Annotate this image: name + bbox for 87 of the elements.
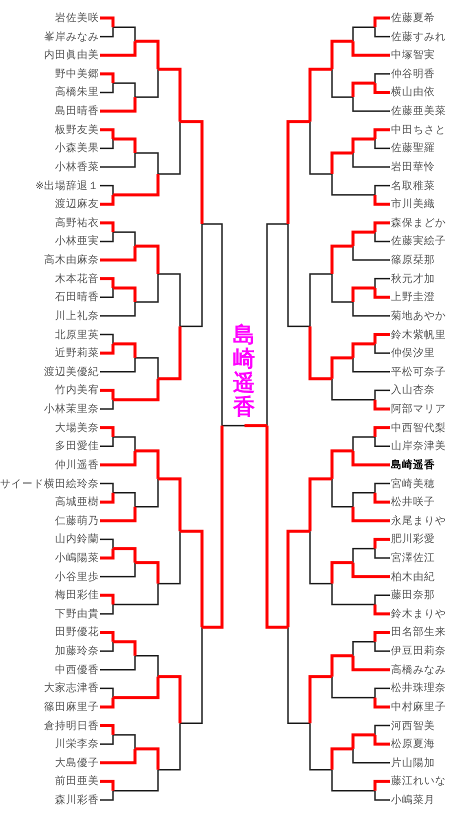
player-name: 小林香菜 [55, 160, 99, 174]
player-name: 阿部マリア [391, 402, 446, 416]
player-name: 島田晴香 [55, 104, 99, 118]
player-name: 竹内美宥 [55, 383, 99, 398]
player-name: 石田晴香 [55, 290, 99, 304]
player-name: 田野優花 [55, 625, 99, 640]
player-name: サイード横田絵玲奈 [0, 476, 99, 490]
player-name: 名取稚菜 [391, 178, 435, 193]
player-name: 秋元才加 [391, 272, 435, 286]
player-name: 北原里英 [55, 328, 99, 342]
player-name: 前田亜美 [55, 774, 99, 788]
player-name: 川上礼奈 [55, 308, 99, 323]
player-name: 高橋みなみ [391, 662, 446, 677]
player-name: 松井咲子 [391, 495, 435, 510]
champion-title: 島崎遥香 [233, 324, 255, 420]
player-name: 森川彩香 [55, 793, 99, 808]
player-name: 河西智美 [391, 718, 435, 733]
player-name: 佐藤亜美菜 [391, 104, 446, 118]
player-name: 肥川彩愛 [391, 532, 435, 546]
player-name: 中塚智実 [391, 48, 435, 62]
player-name: 鈴木まりや [391, 606, 446, 621]
player-name: 松原夏海 [391, 737, 435, 752]
player-name: 平松可奈子 [391, 364, 446, 379]
player-name: 小森美果 [55, 141, 99, 156]
player-name: 多田愛佳 [55, 439, 99, 454]
player-name: 野中美郷 [55, 66, 99, 81]
player-name: 宮澤佐江 [391, 550, 435, 565]
player-name: 柏木由紀 [391, 570, 435, 584]
player-name: 小谷里歩 [55, 570, 99, 584]
player-name: 仁藤萌乃 [55, 514, 99, 528]
player-name: 藤江れいな [391, 774, 446, 788]
player-name: 宮崎美穂 [391, 476, 435, 490]
player-name: 佐藤すみれ [391, 30, 446, 44]
player-name: ※出場辞退１ [35, 178, 99, 193]
player-name: 下野由貴 [55, 606, 99, 621]
player-name: 高野祐衣 [55, 216, 99, 230]
player-name: 渡辺麻友 [55, 197, 99, 212]
player-name: 山内鈴蘭 [55, 532, 99, 546]
player-name: 佐藤実絵子 [391, 234, 446, 248]
player-name: 岩田華怜 [391, 160, 435, 174]
player-name: 市川美織 [391, 197, 435, 212]
player-name: 仲俣汐里 [391, 346, 435, 360]
player-name: 仲川遥香 [55, 458, 99, 472]
player-name: 木本花音 [55, 272, 99, 286]
player-name: 高城亜樹 [55, 495, 99, 510]
player-name: 入山杏奈 [391, 383, 435, 398]
player-name: 小林茉里奈 [44, 402, 99, 416]
player-name: 高木由麻奈 [44, 253, 99, 268]
player-name: 上野圭澄 [391, 290, 435, 304]
player-name: 佐藤聖羅 [391, 141, 435, 156]
player-name: 中西智代梨 [391, 420, 446, 435]
player-name: 藤田奈那 [391, 588, 435, 602]
player-name: 岩佐美咲 [55, 11, 99, 25]
player-name: 仲谷明香 [391, 66, 435, 81]
player-name: 松井珠理奈 [391, 681, 446, 696]
player-name: 森保まどか [391, 216, 446, 230]
player-name: 渡辺美優紀 [44, 364, 99, 379]
player-name: 中田ちさと [391, 122, 446, 137]
player-name: 中村麻里子 [391, 700, 446, 714]
player-name: 大島優子 [55, 756, 99, 770]
player-name: 佐藤夏希 [391, 11, 435, 25]
player-name: 倉持明日香 [44, 718, 99, 733]
player-name: 中西優香 [55, 662, 99, 677]
player-name: 高橋朱里 [55, 85, 99, 100]
player-name: 横山由依 [391, 85, 435, 100]
player-name: 近野莉菜 [55, 346, 99, 360]
player-name: 内田眞由美 [44, 48, 99, 62]
player-name: 永尾まりや [391, 514, 446, 528]
player-name: 片山陽加 [391, 756, 435, 770]
player-name: 小嶋陽菜 [55, 550, 99, 565]
player-name: 大場美奈 [55, 420, 99, 435]
player-name: 小嶋菜月 [391, 793, 435, 808]
player-name: 板野友美 [55, 122, 99, 137]
champion-name: 島崎遥香 [391, 458, 435, 472]
player-name: 伊豆田莉奈 [391, 644, 446, 658]
player-name: 篠田麻里子 [44, 700, 99, 714]
player-name: 大家志津香 [44, 681, 99, 696]
player-name: 鈴木紫帆里 [391, 328, 446, 342]
player-name: 川栄李奈 [55, 737, 99, 752]
player-name: 峯岸みなみ [44, 30, 99, 44]
player-name: 篠原栞那 [391, 253, 435, 268]
player-name: 菊地あやか [391, 308, 446, 323]
player-name: 小林亜実 [55, 234, 99, 248]
player-name: 田名部生来 [391, 625, 446, 640]
player-name: 加藤玲奈 [55, 644, 99, 658]
player-name: 山岸奈津美 [391, 439, 446, 454]
player-name: 梅田彩佳 [55, 588, 99, 602]
